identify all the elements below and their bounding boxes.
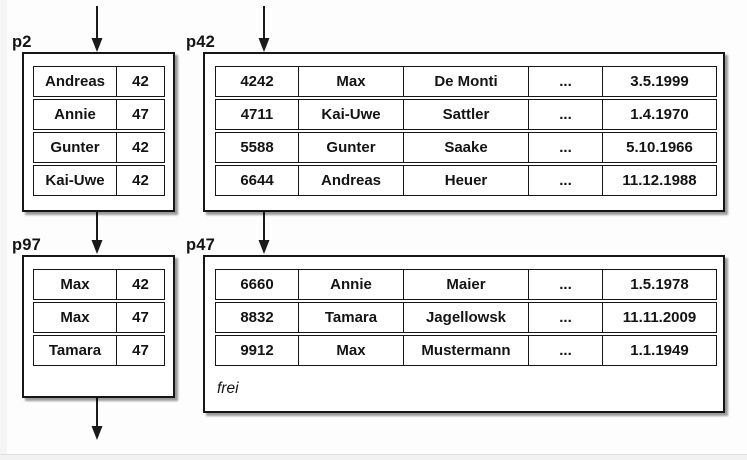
record-row: 8832 Tamara Jagellowsk ... 11.11.2009 [215,302,717,333]
record-row: Tamara 47 [33,335,165,366]
record-cell: 4242 [240,73,274,90]
record-cell: 11.12.1988 [602,166,716,195]
record-row: 4242 Max De Monti ... 3.5.1999 [215,66,717,97]
record-cell: Gunter [50,139,100,156]
record-cell: Kai-Uwe [298,100,403,129]
page-box-p42: 4242 Max De Monti ... 3.5.1999 4711 Kai-… [203,52,725,212]
record-cell: De Monti [403,67,528,96]
arrow-p2-to-p97-icon [91,212,103,254]
record-cell: Annie [298,270,403,299]
record-row: 6660 Annie Maier ... 1.5.1978 [215,269,717,300]
record-cell: Sattler [403,100,528,129]
record-cell: Max [60,309,90,326]
record-row: 6644 Andreas Heuer ... 11.12.1988 [215,165,717,196]
record-cell: ... [528,166,602,195]
record-cell: 11.11.2009 [602,303,716,332]
record-cell: ... [528,67,602,96]
arrow-down-into-p2-icon [91,6,103,52]
record-row: 5588 Gunter Saake ... 5.10.1966 [215,132,717,163]
left-edge-strip [0,0,7,460]
page-label-p47: p47 [186,236,216,254]
record-cell: 1.4.1970 [602,100,716,129]
record-cell: 9912 [240,342,274,359]
p42-record-table: 4242 Max De Monti ... 3.5.1999 4711 Kai-… [215,66,717,196]
record-cell: 47 [116,336,164,365]
record-cell: Gunter [298,133,403,162]
record-cell: 5.10.1966 [602,133,716,162]
record-cell: 47 [116,100,164,129]
page-label-p97: p97 [12,236,42,254]
record-cell: 6660 [240,276,274,293]
record-cell: Max [298,336,403,365]
record-row: Gunter 42 [33,132,165,163]
record-cell: Maier [403,270,528,299]
record-row: Andreas 42 [33,66,165,97]
record-cell: 47 [116,303,164,332]
record-cell: 8832 [240,309,274,326]
record-cell: ... [528,133,602,162]
free-space-label: frei [217,380,239,397]
record-cell: 6644 [240,172,274,189]
p47-record-table: 6660 Annie Maier ... 1.5.1978 8832 Tamar… [215,269,717,366]
record-cell: Annie [54,106,96,123]
record-cell: 42 [116,133,164,162]
record-row: 9912 Max Mustermann ... 1.1.1949 [215,335,717,366]
record-cell: Andreas [44,73,106,90]
record-row: Max 42 [33,269,165,300]
record-cell: 1.1.1949 [602,336,716,365]
record-cell: ... [528,303,602,332]
record-cell: Andreas [298,166,403,195]
record-cell: Saake [403,133,528,162]
record-cell: 4711 [240,106,274,123]
record-cell: Tamara [298,303,403,332]
record-row: 4711 Kai-Uwe Sattler ... 1.4.1970 [215,99,717,130]
record-row: Max 47 [33,302,165,333]
record-cell: ... [528,336,602,365]
p2-key-table: Andreas 42 Annie 47 Gunter 42 Kai-Uwe 42 [33,66,165,196]
record-row: Kai-Uwe 42 [33,165,165,196]
page-box-p47: 6660 Annie Maier ... 1.5.1978 8832 Tamar… [203,255,725,413]
record-cell: 42 [116,270,164,299]
record-cell: 42 [116,166,164,195]
record-cell: Kai-Uwe [45,172,105,189]
page-label-p42: p42 [186,33,216,51]
record-cell: Jagellowsk [403,303,528,332]
bottom-edge-strip [0,454,747,460]
record-row: Annie 47 [33,99,165,130]
record-cell: Max [298,67,403,96]
record-cell: Heuer [403,166,528,195]
page-box-p97: Max 42 Max 47 Tamara 47 [22,255,175,398]
record-cell: Mustermann [403,336,528,365]
arrow-out-of-p97-icon [91,398,103,440]
record-cell: ... [528,100,602,129]
record-cell: Tamara [48,342,102,359]
record-cell: 1.5.1978 [602,270,716,299]
record-cell: 42 [116,67,164,96]
page-box-p2: Andreas 42 Annie 47 Gunter 42 Kai-Uwe 42 [22,52,175,212]
record-cell: 3.5.1999 [602,67,716,96]
p97-key-table: Max 42 Max 47 Tamara 47 [33,269,165,366]
record-cell: 5588 [240,139,274,156]
arrow-p42-to-p47-icon [258,212,270,254]
page-label-p2: p2 [12,33,32,51]
record-cell: ... [528,270,602,299]
record-cell: Max [60,276,90,293]
arrow-down-into-p42-icon [258,6,270,52]
